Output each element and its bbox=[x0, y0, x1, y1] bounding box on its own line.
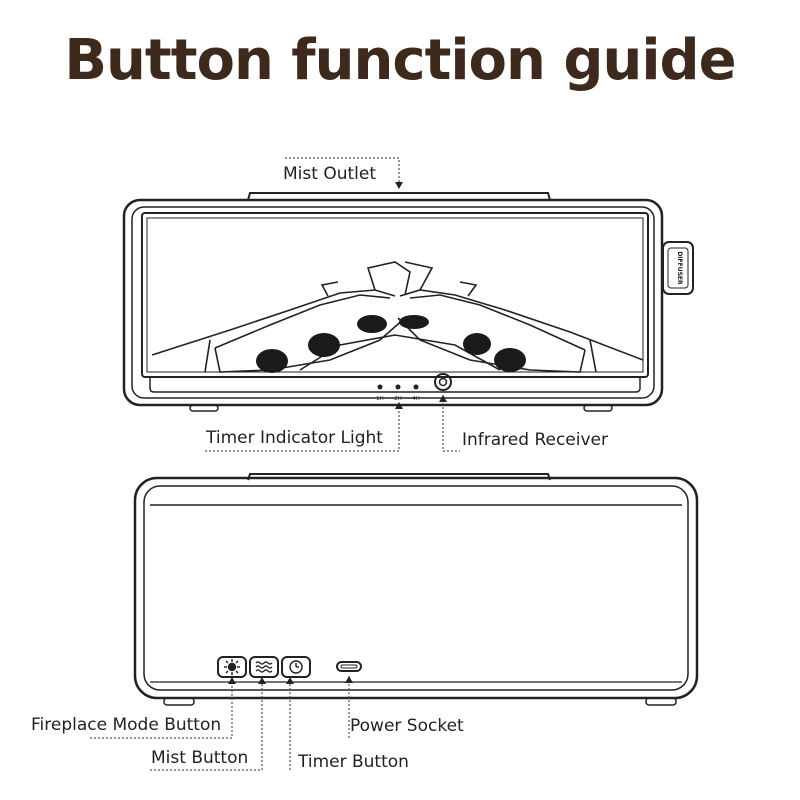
infrared-receiver bbox=[434, 373, 452, 391]
coals bbox=[256, 315, 526, 373]
timer-indicator-1h: 1H bbox=[376, 396, 384, 402]
mist-outlet-strip bbox=[247, 192, 551, 201]
mist-icon bbox=[255, 661, 273, 673]
front-body-inner bbox=[131, 206, 655, 399]
back-body-outer bbox=[133, 476, 699, 700]
timer-button bbox=[281, 656, 311, 678]
power-socket-label: Power Socket bbox=[350, 716, 464, 736]
back-foot-right bbox=[645, 697, 677, 706]
front-body-outer bbox=[122, 198, 664, 407]
timer-button-label: Timer Button bbox=[298, 752, 409, 772]
front-foot-left bbox=[189, 404, 219, 412]
front-view bbox=[122, 192, 694, 412]
page-title: Button function guide bbox=[64, 28, 736, 93]
back-foot-left bbox=[163, 697, 195, 706]
mist-button bbox=[249, 656, 279, 678]
timer-indicator-lights bbox=[377, 384, 419, 390]
mist-outlet-label: Mist Outlet bbox=[283, 164, 376, 184]
timer-indicator-4h: 4H bbox=[412, 396, 420, 402]
front-foot-right bbox=[583, 404, 613, 412]
diffuser-tag-text: DIFFUSER bbox=[676, 251, 683, 285]
timer-icon bbox=[289, 660, 303, 674]
fireplace-mode-icon bbox=[224, 659, 240, 675]
back-body-inner bbox=[143, 485, 689, 691]
timer-indicator-2h: 2H bbox=[394, 396, 402, 402]
infrared-receiver-label: Infrared Receiver bbox=[462, 430, 608, 450]
flame-illustration bbox=[151, 261, 644, 373]
callout-lines bbox=[90, 157, 460, 771]
callout-arrows bbox=[228, 182, 447, 684]
timer-indicator-light-label: Timer Indicator Light bbox=[206, 428, 383, 448]
front-screen bbox=[141, 212, 649, 378]
power-socket bbox=[336, 661, 362, 672]
fireplace-mode-button-label: Fireplace Mode Button bbox=[31, 715, 222, 735]
back-view bbox=[133, 473, 699, 706]
mist-button-label: Mist Button bbox=[151, 748, 249, 768]
diffuser-tag bbox=[662, 241, 694, 295]
